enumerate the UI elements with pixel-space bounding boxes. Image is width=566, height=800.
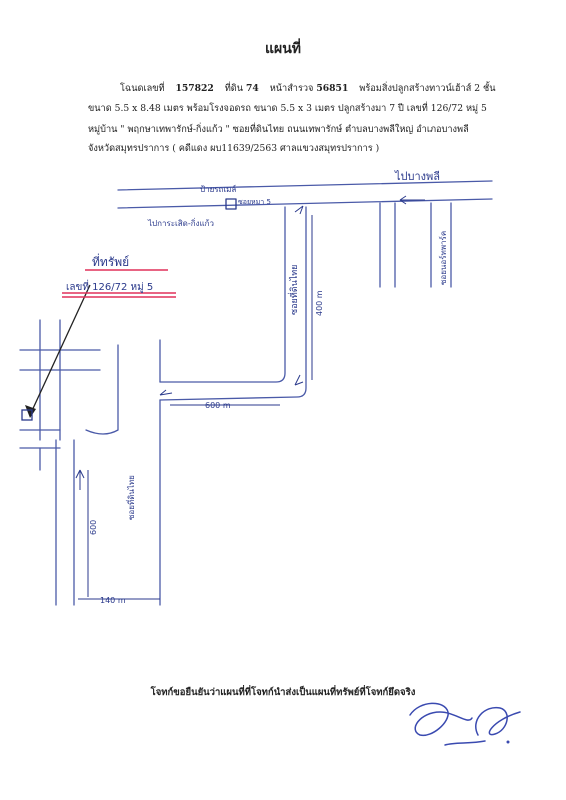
dist-vertical-upper: 400 m — [315, 290, 324, 316]
soi-main-right-edge — [159, 206, 307, 401]
main-road-top-edge — [117, 180, 493, 191]
target-pointer-head — [25, 405, 36, 418]
road-top-label: ไปบางพลี — [394, 170, 440, 183]
land-label: ที่ดิน — [224, 83, 244, 94]
to-label: ไปการะเสิด-กิ่งแก้ว — [147, 217, 214, 228]
soi-lower-label: ซอยที่ดินไทย — [125, 475, 136, 520]
direction-arrow — [294, 205, 304, 215]
direction-arrow — [294, 374, 304, 386]
header-line-3: หมู่บ้าน " พฤกษาเทพารักษ์-กิ่งแก้ว " ซอย… — [88, 124, 469, 135]
survey-label: หน้าสำรวจ — [269, 83, 314, 94]
header-line-4: จังหวัดสมุทรปราการ ( คดีแดง ผบ11639/2563… — [88, 143, 380, 154]
dist-horizontal-lower: 140 m — [100, 596, 126, 605]
target-pointer-line — [29, 284, 91, 416]
header-line-2: ขนาด 5.5 x 8.48 เมตร พร้อมโรงจอดรถ ขนาด … — [88, 103, 487, 114]
land-number: 74 — [245, 83, 259, 94]
soi-main-label: ซอยที่ดินไทย — [287, 265, 300, 315]
target-title: ที่ทรัพย์ — [92, 253, 129, 269]
confirmation-text: โจทก์ขอยืนยันว่าแผนที่ที่โจทก์นำส่งเป็นแ… — [150, 687, 416, 698]
signature — [409, 702, 521, 746]
bus-stop-label: ป้ายรถเมล์ — [200, 184, 236, 194]
direction-arrow — [399, 195, 425, 205]
soi-lower-inner-edge — [85, 344, 119, 435]
deed-number: 157822 — [175, 83, 214, 94]
page-title: แผนที่ — [264, 41, 302, 57]
soi-right-label: ซอยนอร์ทพาร์ค — [438, 231, 448, 285]
deed-label: โฉนดเลขที่ — [120, 83, 165, 94]
direction-arrow — [159, 389, 173, 396]
target-property-marker — [21, 409, 33, 421]
survey-number: 56851 — [316, 83, 349, 94]
main-road-bottom-edge — [117, 198, 493, 209]
direction-arrow — [75, 469, 85, 490]
target-address: เลขที่ 126/72 หมู่ 5 — [66, 279, 153, 293]
building-description: พร้อมสิ่งปลูกสร้างทาวน์เฮ้าส์ 2 ชั้น — [359, 83, 496, 94]
bus-stop-sub-label: ซอยหมา 5 — [238, 198, 271, 206]
dist-horizontal-mid: 600 m — [205, 401, 231, 410]
soi-main-left-edge — [159, 206, 286, 383]
bus-stop-marker — [225, 198, 237, 210]
header-line-1: โฉนดเลขที่ 157822 ที่ดิน 74 หน้าสำรวจ 56… — [120, 81, 496, 96]
dist-vertical-lower: 600 — [89, 520, 98, 535]
